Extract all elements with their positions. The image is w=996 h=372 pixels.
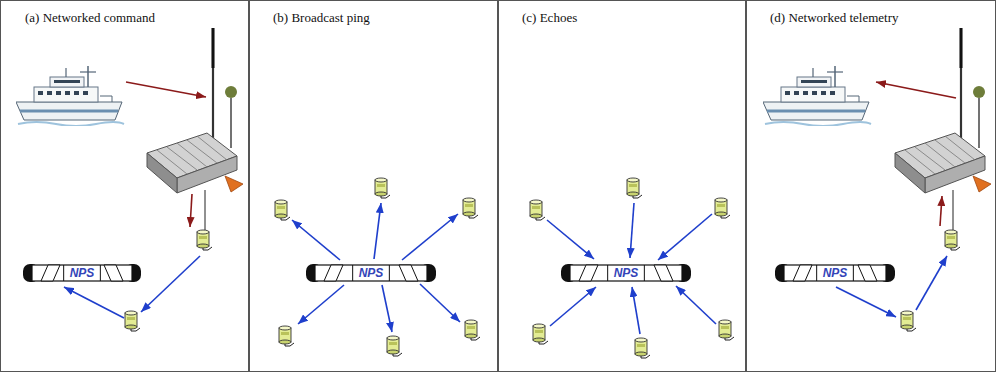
ping-arrow (402, 214, 458, 260)
modem-icon (275, 200, 290, 220)
vehicle-label: NPS (823, 266, 848, 280)
modem-icon (627, 178, 642, 198)
radio-link-arrow (126, 82, 206, 97)
diagram-panel: (d) Networked telemetryNPS (745, 0, 996, 372)
ping-arrow (374, 203, 381, 259)
vehicle-label: NPS (359, 266, 384, 280)
modem-icon (901, 311, 916, 331)
diagram-panel: (b) Broadcast pingNPS (248, 0, 499, 372)
ping-arrow (298, 285, 344, 324)
echo-arrow (550, 287, 596, 326)
diagram-panel: (a) Networked commandNPS (0, 0, 250, 372)
cable-link-arrow (940, 196, 942, 226)
modem-icon (387, 336, 402, 356)
tether-line (953, 190, 954, 230)
panel-title: (c) Echoes (522, 10, 577, 26)
gateway-buoy (895, 28, 991, 193)
modem-icon (715, 198, 730, 218)
panel-title: (b) Broadcast ping (273, 10, 370, 26)
ping-arrow (420, 284, 460, 322)
echo-arrow (676, 286, 716, 324)
modem-icon (279, 326, 294, 346)
modem-icon (375, 178, 390, 198)
modem-icon (945, 230, 960, 250)
acoustic-link-arrow (141, 256, 200, 312)
tether-line (205, 190, 206, 230)
ship-icon (763, 66, 871, 126)
panel-title: (a) Networked command (25, 10, 155, 26)
cable-link-arrow (190, 194, 192, 227)
echo-arrow (632, 287, 640, 334)
diagram-panel: (c) EchoesNPS (497, 0, 747, 372)
panel-title: (d) Networked telemetry (770, 10, 899, 26)
modem-icon (533, 324, 548, 344)
modem-icon (530, 200, 545, 220)
modem-icon (465, 320, 480, 340)
modem-icon (719, 320, 734, 340)
ping-arrow (292, 220, 340, 260)
auv-vehicle: NPS (561, 263, 691, 283)
echo-arrow (547, 220, 594, 259)
modem-icon (463, 198, 478, 218)
ping-arrow (382, 285, 392, 332)
acoustic-link-arrow (916, 256, 947, 310)
ship-icon (16, 66, 124, 126)
acoustic-link-arrow (64, 287, 124, 318)
modem-icon (125, 311, 140, 331)
auv-vehicle: NPS (306, 263, 436, 283)
echo-arrow (630, 203, 634, 258)
vehicle-label: NPS (70, 266, 95, 280)
gateway-buoy (147, 28, 243, 193)
auv-vehicle: NPS (23, 263, 141, 283)
radio-link-arrow (876, 82, 956, 98)
vehicle-label: NPS (614, 266, 639, 280)
echo-arrow (658, 214, 712, 260)
modem-icon (635, 338, 650, 358)
modem-icon (197, 230, 212, 250)
acoustic-link-arrow (836, 287, 896, 317)
auv-vehicle: NPS (775, 263, 895, 283)
